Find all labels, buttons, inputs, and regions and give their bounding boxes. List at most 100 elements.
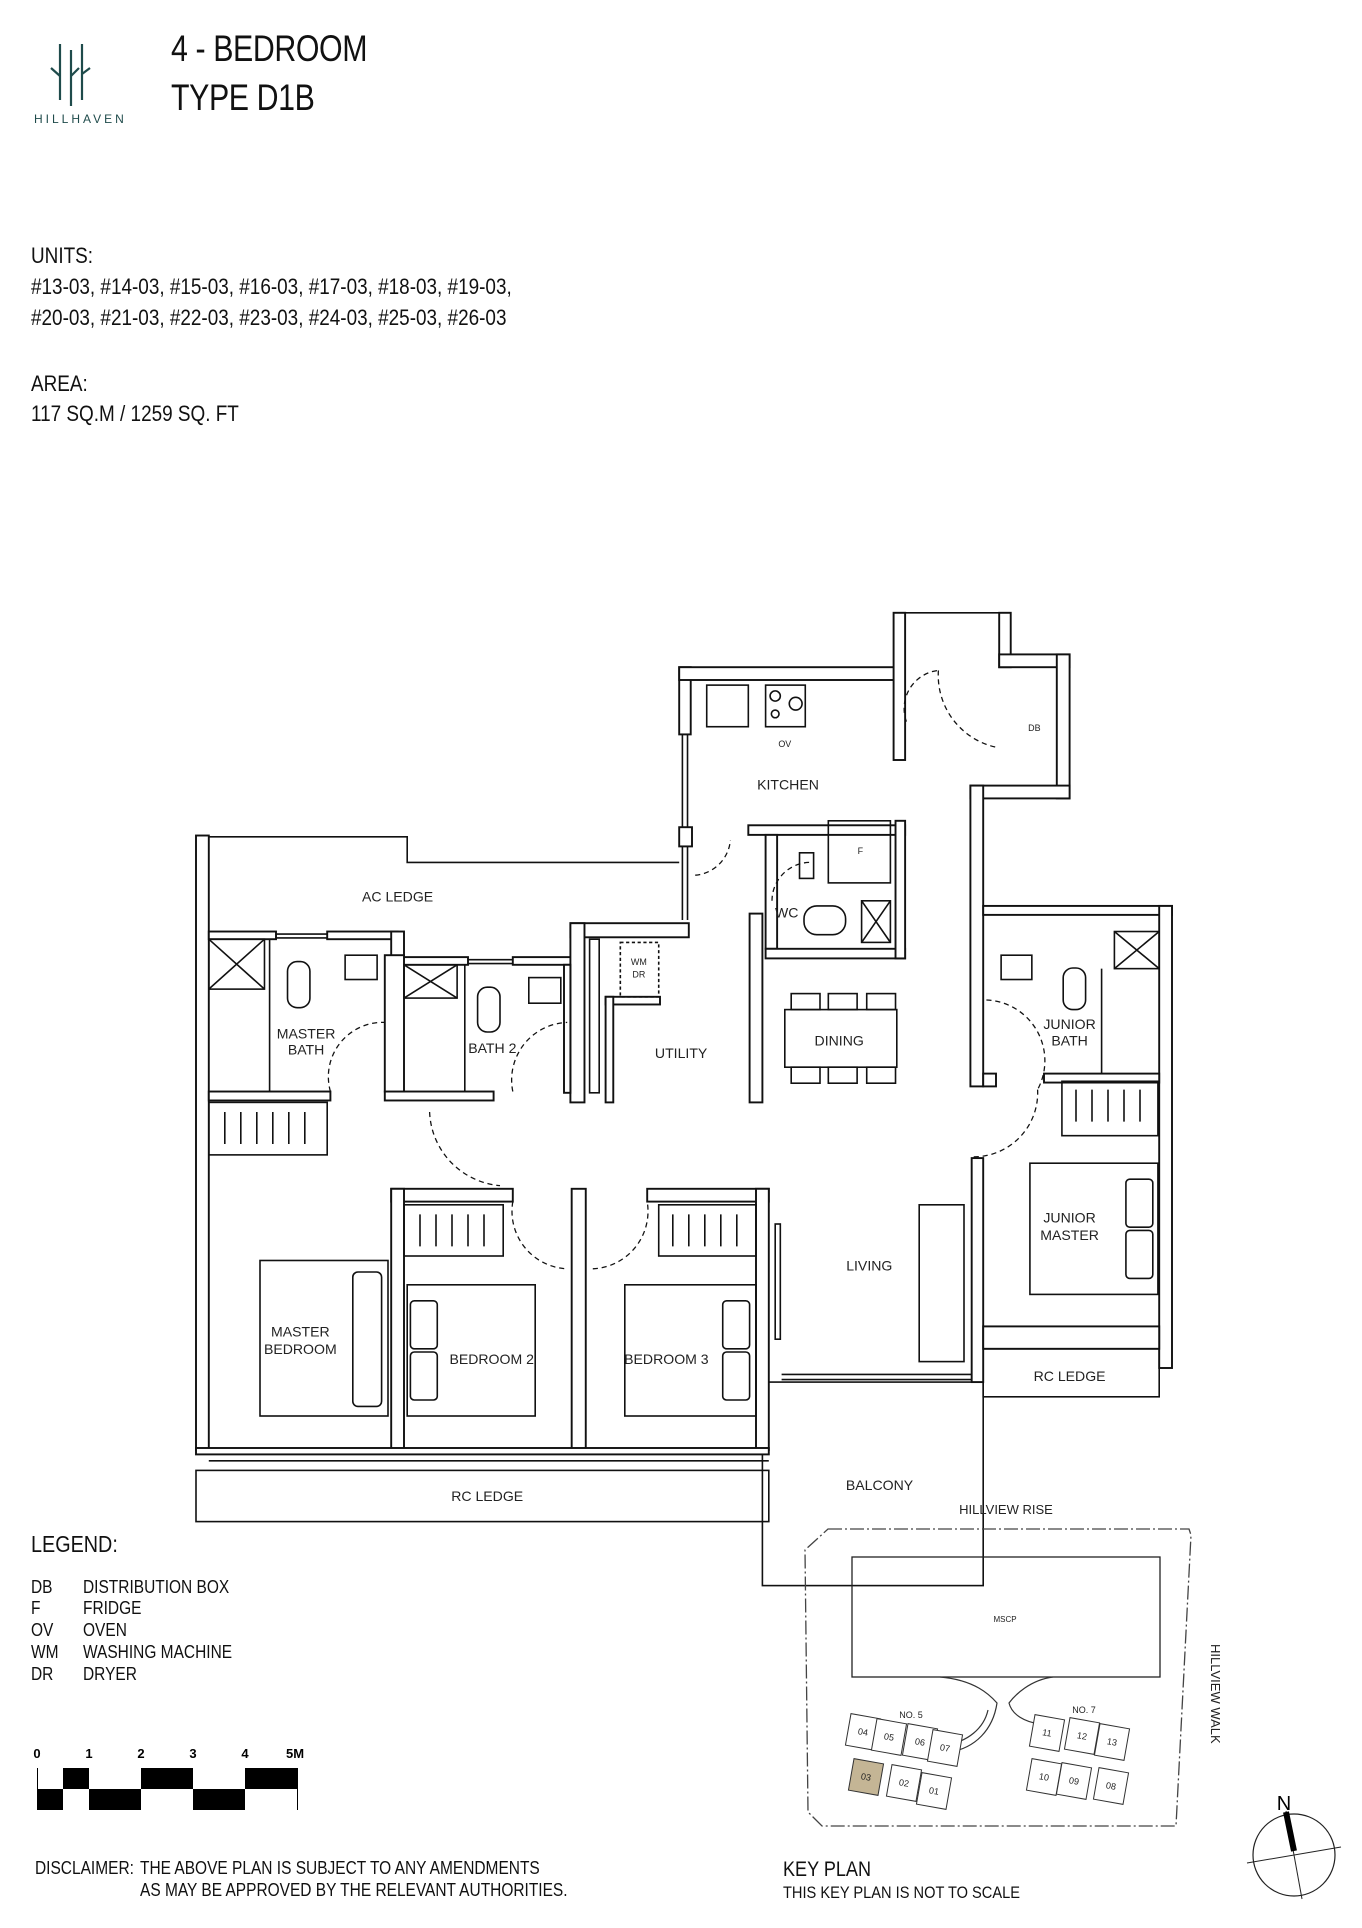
room-label-wc: WC	[775, 904, 798, 920]
shower-icon	[403, 964, 458, 999]
block-label-no5: NO. 5	[899, 1710, 923, 1720]
basin-icon	[528, 976, 562, 1005]
stack-outline	[926, 1729, 964, 1767]
room-label-bedroom-2: BEDROOM 2	[449, 1351, 534, 1367]
stack-label: 03	[860, 1771, 872, 1783]
room-label-kitchen: KITCHEN	[757, 776, 819, 792]
scale-tick-label: 4	[241, 1746, 249, 1761]
legend-desc: FRIDGE	[83, 1598, 142, 1618]
room-label-master-bedroom: MASTER	[271, 1324, 330, 1340]
bed-icon	[1029, 1162, 1159, 1296]
legend-desc: DISTRIBUTION BOX	[83, 1577, 230, 1597]
wardrobe-icon	[657, 1204, 757, 1257]
kitchen-sink-icon	[705, 684, 750, 728]
stack-label: 12	[1076, 1730, 1088, 1742]
wc-sink-icon	[798, 852, 815, 880]
north-label: N	[1277, 1793, 1291, 1815]
room-label-junior-master: JUNIOR	[1043, 1210, 1095, 1226]
utility-shelf-icon	[588, 938, 601, 1094]
stack-10: 10	[1025, 1758, 1063, 1796]
mscp-label: MSCP	[993, 1615, 1016, 1624]
room-label-bedroom-3: BEDROOM 3	[624, 1351, 709, 1367]
toilet-icon	[286, 960, 311, 1009]
stack-02: 02	[885, 1764, 923, 1802]
stack-outline	[1028, 1714, 1066, 1752]
basin-icon	[344, 954, 378, 981]
stack-11: 11	[1028, 1714, 1066, 1752]
stack-label: 04	[857, 1726, 869, 1738]
fixtures	[208, 684, 1161, 1417]
room-label-master-bath: MASTER	[277, 1025, 336, 1041]
stack-label: 01	[928, 1785, 940, 1797]
stack-outline	[1063, 1717, 1101, 1755]
fixture-label-dr: DR	[632, 970, 645, 980]
legend-desc: DRYER	[83, 1664, 137, 1684]
legend-code: OV	[31, 1620, 54, 1640]
door-swings	[327, 669, 1046, 1270]
legend-code: F	[31, 1598, 41, 1618]
hillhaven-logo: HILLHAVEN	[34, 40, 129, 130]
room-label-bath-2: BATH 2	[468, 1040, 516, 1056]
stack-13: 13	[1093, 1723, 1131, 1761]
stack-label: 10	[1038, 1771, 1050, 1783]
fridge-icon	[827, 820, 892, 884]
stack-label: 13	[1106, 1736, 1118, 1748]
stack-outline	[885, 1764, 923, 1802]
stack-07: 07	[926, 1729, 964, 1767]
bed-icon	[259, 1259, 389, 1417]
stack-label: 02	[898, 1777, 910, 1789]
scale-tick-label: 5M	[286, 1746, 304, 1761]
stack-label: 08	[1105, 1780, 1117, 1792]
washer-dryer-icon	[619, 941, 660, 998]
toilet-icon	[803, 905, 847, 936]
stack-label: 11	[1042, 1727, 1053, 1738]
bed-icon	[406, 1284, 537, 1417]
legend-desc: OVEN	[83, 1620, 127, 1640]
block-label-no7: NO. 7	[1072, 1705, 1096, 1715]
road-label-right: HILLVIEW WALK	[1208, 1644, 1223, 1744]
scale-bar: 0 1 2 3 4 5M	[33, 1746, 304, 1810]
stack-outline	[870, 1718, 908, 1756]
disclaimer-line2: AS MAY BE APPROVED BY THE RELEVANT AUTHO…	[140, 1880, 568, 1900]
room-label-master-bath: BATH	[288, 1041, 325, 1057]
key-plan-title: KEY PLAN	[783, 1858, 872, 1881]
sofa-icon	[918, 1204, 965, 1363]
scale-tick-label: 0	[33, 1746, 40, 1761]
fixture-label-wm: WM	[631, 957, 647, 967]
room-label-utility: UTILITY	[655, 1045, 708, 1061]
logo-mark-icon	[50, 44, 91, 106]
page-title-line2: TYPE D1B	[171, 77, 315, 118]
legend-title: LEGEND:	[31, 1531, 118, 1557]
brand-name: HILLHAVEN	[34, 112, 127, 126]
toilet-icon	[1062, 967, 1087, 1011]
legend-code: WM	[31, 1642, 59, 1662]
stack-outline	[1092, 1767, 1130, 1805]
room-label-rc-ledge: RC LEDGE	[1034, 1368, 1106, 1384]
stack-label: 07	[939, 1742, 951, 1754]
shower-icon	[860, 900, 892, 944]
legend-desc: WASHING MACHINE	[83, 1642, 233, 1662]
fixture-label-ov: OV	[778, 739, 791, 749]
room-label-rc-ledge: RC LEDGE	[451, 1488, 523, 1504]
legend-code: DB	[31, 1577, 53, 1597]
fixture-label-f: F	[858, 846, 864, 856]
area-value: 117 SQ.M / 1259 SQ. FT	[31, 401, 239, 426]
room-label-junior-bath: BATH	[1051, 1032, 1088, 1048]
stack-08: 08	[1092, 1767, 1130, 1805]
stack-05: 05	[870, 1718, 908, 1756]
scale-tick-label: 2	[137, 1746, 144, 1761]
wardrobe-icon	[403, 1204, 505, 1257]
scale-tick-label: 1	[85, 1746, 92, 1761]
site-boundary	[804, 1528, 1192, 1827]
stack-label: 05	[883, 1731, 895, 1743]
units-line2: #20-03, #21-03, #22-03, #23-03, #24-03, …	[31, 305, 507, 330]
basin-icon	[1000, 954, 1033, 981]
shower-icon	[208, 938, 266, 990]
walls	[195, 611, 1173, 1456]
room-label-junior-bath: JUNIOR	[1043, 1016, 1095, 1032]
units-line1: #13-03, #14-03, #15-03, #16-03, #17-03, …	[31, 274, 512, 299]
stack-09: 09	[1055, 1762, 1093, 1800]
page-title-line1: 4 - BEDROOM	[171, 28, 368, 69]
road-label-top: HILLVIEW RISE	[959, 1502, 1053, 1517]
